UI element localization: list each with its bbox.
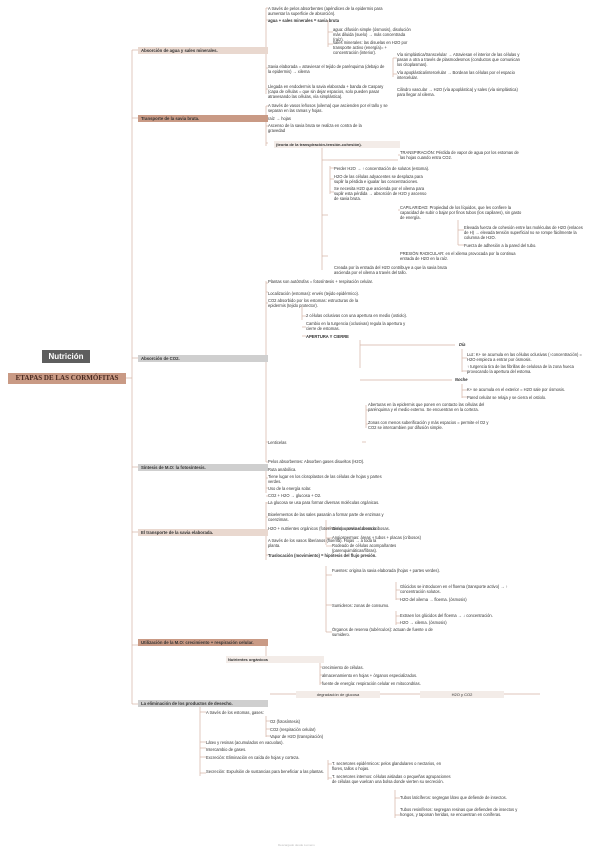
node-nutrientes-organicos: Nutrientes orgánicos xyxy=(226,656,324,663)
node-celulas-acompanantes: Rodeado de células acompañantes (parenqu… xyxy=(332,543,397,553)
node-secretores-internos: T. secretores internos: células aisladas… xyxy=(332,774,451,784)
node-gimnospermas: Gimnospermas: áreas cribosas. xyxy=(332,526,390,531)
node-excrecion: Excreción: Eliminación en caída de hojas… xyxy=(206,755,300,760)
node-intercambio-gases: Intercambio de gases. xyxy=(206,747,247,752)
node-crecimiento-celulas: crecimiento de células. xyxy=(322,665,364,670)
node-ascenso-gravedad: Ascenso de la savia bruta se realiza en … xyxy=(268,123,362,133)
node-teoria-transpiracion: (teoría de la transpiración-tensión-cohe… xyxy=(274,141,400,148)
node-h2o-co2: H2O y CO2 xyxy=(420,691,504,698)
node-zonas-suberificacion: Zonas con menos suberificación y más esp… xyxy=(368,420,489,430)
node-latex-resinas: Látex y resinas (acumulados en vacuolas)… xyxy=(206,740,284,745)
node-vasos-liberianos: A través de los vasos liberianos (floema… xyxy=(268,538,377,548)
section-absorcion-agua: Absorción de agua y sales minerales. xyxy=(138,47,268,54)
node-tubos-laticiferos: Tubos laticíferos: segregan látex que de… xyxy=(400,795,507,800)
node-secrecion: Secreción: Expulsión de sustancias para … xyxy=(206,769,324,774)
footer-watermark: Descargado desde Lumens xyxy=(278,843,315,847)
node-cilindro-vascular: Cilindro vascular → H2O (vía apoplástica… xyxy=(397,87,518,97)
node-savia-elaborada-def: H2O + nutrientes orgánicos (fotosíntesis… xyxy=(268,526,378,531)
node-noche: Noche xyxy=(455,377,468,382)
node-co2-estomas: CO2 absorbido por los estomas: estructur… xyxy=(268,298,359,308)
node-via-simplastica: Vía simplástica/transcelular → Atraviesa… xyxy=(397,52,520,67)
node-lenticelas: Lenticelas xyxy=(268,440,287,445)
node-traslocacion: Traslocación (movimiento) = hipótesis de… xyxy=(268,553,377,558)
root-node: ETAPAS DE LAS CORMÓFITAS xyxy=(8,373,126,384)
node-vapor-h2o: Vapor de H2O (transpiración) xyxy=(270,734,324,739)
node-entrada-h2o: Creada por la entrada del H2O contribuye… xyxy=(334,265,447,275)
node-fuente-energia: fuente de energía: respiración celular e… xyxy=(322,681,421,686)
node-angiospermas: Angiospermas: áreas + tubos + placas (cr… xyxy=(332,535,421,540)
node-raiz-hojas: raíz → hojas xyxy=(268,116,291,121)
section-transporte-savia-bruta: Transporte de la savia bruta. xyxy=(138,115,268,122)
section-eliminacion-desecho: La eliminación de los productos de desec… xyxy=(138,700,268,707)
node-almacenamiento: almacenamiento en hojas + órganos especi… xyxy=(322,673,418,678)
node-turgencia-fibrillas: ↑ turgencia tira de las fibrillas de cel… xyxy=(467,364,574,374)
node-pelos-gases: Pelos absorbentes: Absorben gases disuel… xyxy=(268,459,365,464)
node-o2: O2 (fotosíntesis) xyxy=(270,719,301,724)
node-agua-difusion: agua: difusión simple (ósmosis), disoluc… xyxy=(333,27,411,42)
page-title: Nutrición xyxy=(42,350,90,363)
node-celulas-adyacentes: H2O de las células adyacentes se desplaz… xyxy=(334,174,423,184)
node-pared-relaja: Pared celular se relaja y se cierra el o… xyxy=(467,395,547,400)
node-luz-k: Luz: K+ se acumula en las células oclusi… xyxy=(467,352,582,362)
node-celulas-oclusivas: 2 células oclusivas con una apertura en … xyxy=(306,313,408,318)
node-cloroplastos: Tiene lugar en los cloroplastos de las c… xyxy=(268,474,382,484)
node-glucosa-moleculas: La glucosa se usa para formar diversas m… xyxy=(268,500,380,505)
node-k-exterior: K+ se acumula en el exterior = H2O sale … xyxy=(467,387,566,392)
node-presion-radicular: PRESIÓN RADICULAR: en el xilema provocad… xyxy=(400,251,516,261)
node-autotrofas: Plantas son autótrofas = fotosíntesis + … xyxy=(268,279,373,284)
section-fotosintesis: Síntesis de M.O: la fotosíntesis. xyxy=(138,464,268,471)
node-aberturas-epidermis: Aberturas en la epidermis que ponen en c… xyxy=(368,402,485,412)
node-h2o-floema-xilema: H2O → xilema. (ósmosis) xyxy=(400,620,447,625)
section-savia-elaborada: El transporte de la savia elaborada. xyxy=(138,529,268,536)
node-transpiracion: TRANSPIRACIÓN: Pérdida de vapor de agua … xyxy=(400,150,519,160)
node-sumideros: Sumideros: zonas de consumo. xyxy=(332,603,390,608)
node-localizacion-estomas: Localización (estomas): envés (tejido ep… xyxy=(268,291,360,296)
node-organos-reserva: Órganos de reserva (tubérculos): actuan … xyxy=(332,627,433,637)
node-perder-h2o: Perder H2O → ↑ concentración de solutos … xyxy=(334,166,430,171)
node-h2o-xilema-floema: H2O del xilema → floema. (ósmosis) xyxy=(400,597,467,602)
node-vasos-lenosos: A través de vasos leñosos (xilema) que a… xyxy=(268,103,388,113)
section-utilizacion-mo: Utilización de la M.O: crecimiento + res… xyxy=(138,639,268,646)
node-sales-minerales: sales minerales: las disuelas en H2O por… xyxy=(333,40,408,55)
node-cambio-turgencia: Cambio en la turgencia (oclusivas) regul… xyxy=(306,321,406,331)
node-extraen-glucidos: Extraen los glúcidos del floema → ↓ conc… xyxy=(400,613,493,618)
node-degradacion-glucosa: degradación de glucosa xyxy=(296,691,380,698)
node-bioelementos: Bioelementos de las sales pasarán a form… xyxy=(268,512,384,522)
node-energia-solar: Uso de la energía solar. xyxy=(268,486,312,491)
node-capilaridad: CAPILARIDAD: Propiedad de los líquidos, … xyxy=(400,205,522,220)
node-ecuacion-fotosintesis: CO2 + H2O → glucosa + O2. xyxy=(268,493,322,498)
node-secretores-epidermicos: T. secretores epidérmicos: pelos glandul… xyxy=(332,761,441,771)
node-fuerza-cohesion: Elevada fuerza de cohesión entre las mol… xyxy=(464,225,583,240)
node-tubos-resiniferos: Tubos resiníferos: segregan resinas que … xyxy=(400,807,518,817)
node-dia: Día xyxy=(459,342,466,347)
node-fuentes: Fuentes: origina la savia elaborada (hoj… xyxy=(332,568,440,573)
node-savia-bruta-formula: agua + sales minerales = savia bruta xyxy=(268,18,339,23)
node-ascenso-xilema: Se necesita H2O que ascienda por el xile… xyxy=(334,186,427,201)
section-absorcion-co2: Absorción de CO2. xyxy=(138,355,268,362)
node-estomas-gases: A través de los estomas, gases: xyxy=(206,710,264,715)
node-glucidos-floema: Glúcidos se introducen en el floema (tra… xyxy=(400,584,508,594)
node-apertura-cierre: APERTURA Y CIERRE xyxy=(306,334,349,339)
node-via-apoplastica: Vía apoplástica/intercelular → Bordean l… xyxy=(397,70,515,80)
node-savia-elaborada-parenquima: Savia elaborada = atraviesar el tejido d… xyxy=(268,64,385,74)
node-pelos-absorbentes: A través de pelos absorbentes (apéndices… xyxy=(268,6,383,16)
node-co2: CO2 (respiración celular) xyxy=(270,727,316,732)
node-banda-caspary: Llegada en endodermis la savia elaborada… xyxy=(268,84,384,99)
node-fuerza-adhesion: Fuerza de adhesión a la pared del tubo. xyxy=(464,243,537,248)
node-ruta-anabolica: Ruta anabólica. xyxy=(268,467,297,472)
